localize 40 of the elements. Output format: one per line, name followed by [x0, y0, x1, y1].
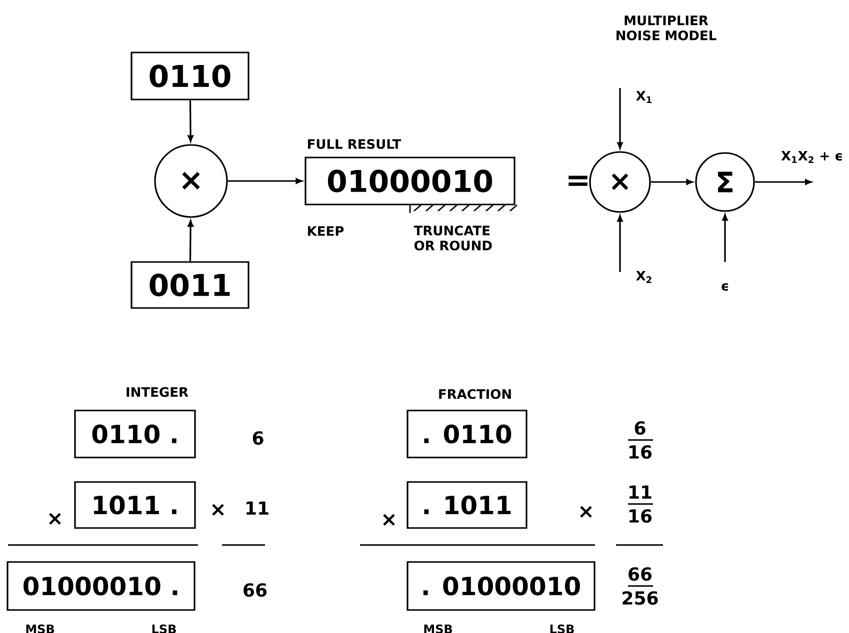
label: 66: [628, 567, 652, 581]
signal-label: X$_{2}$: [634, 270, 654, 284]
operand-box: 0011: [130, 261, 250, 309]
label: ×: [383, 514, 395, 526]
label: 16: [630, 509, 652, 523]
signal-label: X$_{1}$: [634, 90, 654, 104]
number-box: 0110 .: [74, 410, 196, 458]
label: ×: [49, 512, 61, 525]
arrow: [617, 215, 623, 272]
signal-label: X$_{1}$X$_{2}$ + ϵ: [780, 150, 844, 164]
box-heading: FULL RESULT: [308, 139, 402, 149]
label: 11: [630, 485, 652, 499]
arrow: [188, 100, 194, 142]
label: 66: [244, 583, 267, 597]
label: =: [568, 176, 588, 186]
label: 16: [630, 445, 652, 459]
arrow: [228, 178, 302, 184]
label: 256: [622, 591, 658, 605]
number-box: . 0110: [406, 410, 528, 458]
number-box: 1011 .: [74, 481, 196, 529]
side-label: TRUNCATE OR ROUND: [414, 226, 492, 250]
label: 6: [252, 431, 264, 445]
label: ×: [580, 506, 592, 518]
label: INTEGER: [126, 387, 188, 397]
operand-box: 0110: [130, 52, 250, 100]
label: ×: [212, 504, 224, 516]
arrow: [617, 88, 623, 149]
number-box: . 1011: [406, 481, 528, 529]
signal-label: ϵ: [720, 282, 730, 292]
label: 6: [634, 421, 646, 435]
arrow: [754, 179, 812, 185]
number-box: 01000010 .: [6, 561, 196, 611]
label: 11: [246, 501, 268, 515]
side-label: KEEP: [308, 226, 344, 236]
result-box: 01000010: [304, 156, 516, 206]
label: MULTIPLIER NOISE MODEL: [616, 16, 716, 40]
arrow: [722, 214, 728, 262]
arrow: [188, 220, 194, 262]
arrow: [650, 179, 693, 185]
number-box: . 01000010: [406, 561, 596, 611]
